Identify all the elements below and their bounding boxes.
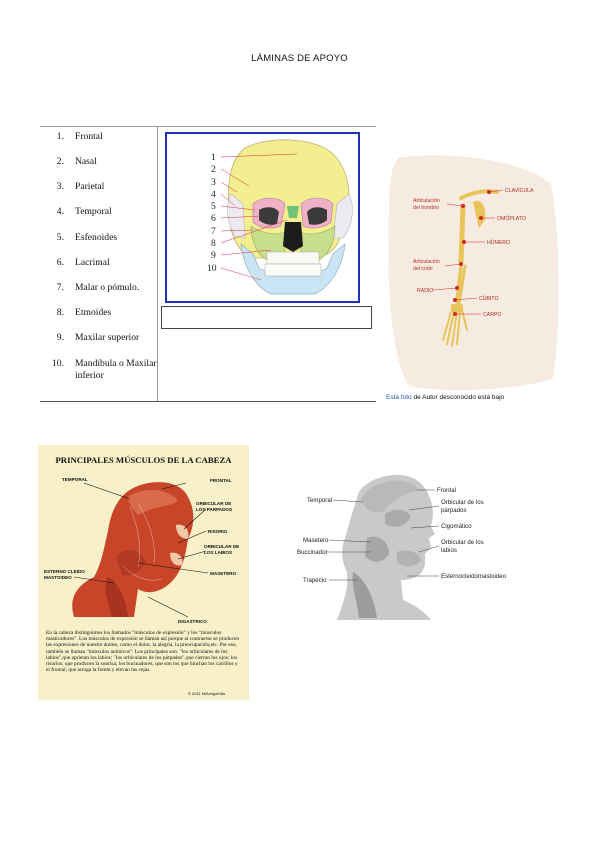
callout-9: 9 xyxy=(211,250,216,261)
table-column-rule xyxy=(157,126,158,402)
label-orbicular-parpados-head-2: párpados xyxy=(441,507,466,514)
callout-1: 1 xyxy=(211,152,216,163)
callout-4: 4 xyxy=(211,189,216,200)
label-esterno-2: MASTOIDEO xyxy=(44,575,72,580)
poster-title: PRINCIPALES MÚSCULOS DE LA CABEZA xyxy=(55,455,232,465)
label-orbicular-parpados-2: LOS PARPADOS xyxy=(196,507,232,512)
arm-drawing: CLAVÍCULA Articulación del hombro OMÓPLA… xyxy=(388,155,559,391)
poster-description: En la cabeza distinguimos los llamados "… xyxy=(46,630,240,674)
label-masetero: MASETERO xyxy=(210,571,236,576)
image-attribution: Esta foto de Autor desconocido está bajo xyxy=(386,394,505,401)
callout-10: 10 xyxy=(207,263,217,274)
label-humero: HÚMERO xyxy=(487,239,510,246)
callout-3: 3 xyxy=(211,177,216,188)
callout-8: 8 xyxy=(211,238,216,249)
label-omoplato: OMÓPLATO xyxy=(497,215,526,222)
callout-2: 2 xyxy=(211,164,216,175)
label-hombro-2: del hombro xyxy=(413,205,439,211)
label-buccinador-head: Buccinador xyxy=(297,549,328,556)
label-masetero-head: Masetero xyxy=(303,537,329,544)
label-codo-1: Articulación xyxy=(413,259,440,265)
attribution-link[interactable]: Esta foto xyxy=(386,394,412,401)
label-risorio: RISORIO xyxy=(208,529,228,534)
callout-7: 7 xyxy=(211,226,216,237)
label-esterno-head: Esternocleidomastoideo xyxy=(441,573,507,580)
label-orbicular-labios-head-1: Orbicular de los xyxy=(441,539,484,546)
label-radio: RADIO xyxy=(417,288,433,294)
label-trapecio-head: Trapecio xyxy=(303,577,327,584)
arm-skeleton-illustration: CLAVÍCULA Articulación del hombro OMÓPLA… xyxy=(385,154,561,394)
label-temporal-head: Temporal xyxy=(307,497,332,504)
label-carpo: CARPO xyxy=(483,312,501,318)
head-muscles-illustration: Temporal Masetero Buccinador Trapecio Fr… xyxy=(297,468,527,620)
label-cubito: CÚBITO xyxy=(479,295,499,302)
skull-drawing: 1 2 3 4 5 6 7 8 9 10 xyxy=(207,139,353,295)
label-cigomatico-head: Cigomático xyxy=(441,523,472,530)
label-codo-2: del codo xyxy=(413,266,433,272)
label-orbicular-labios-head-2: labios xyxy=(441,547,457,554)
label-orbicular-labios-2: LOS LABIOS xyxy=(204,550,232,555)
label-orbicular-parpados-head-1: Orbicular de los xyxy=(441,499,484,506)
label-orbicular-parpados-1: ORBICULAR DE xyxy=(196,501,231,506)
callout-6: 6 xyxy=(211,213,216,224)
head-muscles-poster: PRINCIPALES MÚSCULOS DE LA CABEZA TEMPOR… xyxy=(38,445,249,700)
table-bottom-rule xyxy=(40,401,376,402)
callout-5: 5 xyxy=(211,201,216,212)
table-top-rule xyxy=(40,126,376,127)
skull-caption-box xyxy=(161,306,372,329)
label-temporal: TEMPORAL xyxy=(62,477,88,482)
label-hombro-1: Articulación xyxy=(413,198,440,204)
head-muscles-drawing: Temporal Masetero Buccinador Trapecio Fr… xyxy=(297,474,507,620)
label-clavicula: CLAVÍCULA xyxy=(505,187,534,194)
label-digastrico: DIGASTRICO xyxy=(178,619,207,624)
skull-bones-panel: 1.Frontal 2.Nasal 3.Parietal 4.Temporal … xyxy=(40,126,376,402)
page-title: LÁMINAS DE APOYO xyxy=(251,53,348,64)
skull-illustration: 1 2 3 4 5 6 7 8 9 10 xyxy=(165,132,360,303)
muscle-head-drawing: TEMPORAL FRONTAL ORBICULAR DE LOS PARPAD… xyxy=(44,477,239,624)
poster-copyright: © 2011 MiAmigoKids xyxy=(188,691,226,696)
label-orbicular-labios-1: ORBICULAR DE xyxy=(204,544,239,549)
label-frontal: FRONTAL xyxy=(210,478,232,483)
label-esterno-1: ESTERNO CLEIDO xyxy=(44,569,85,574)
label-frontal-head: Frontal xyxy=(437,487,456,494)
